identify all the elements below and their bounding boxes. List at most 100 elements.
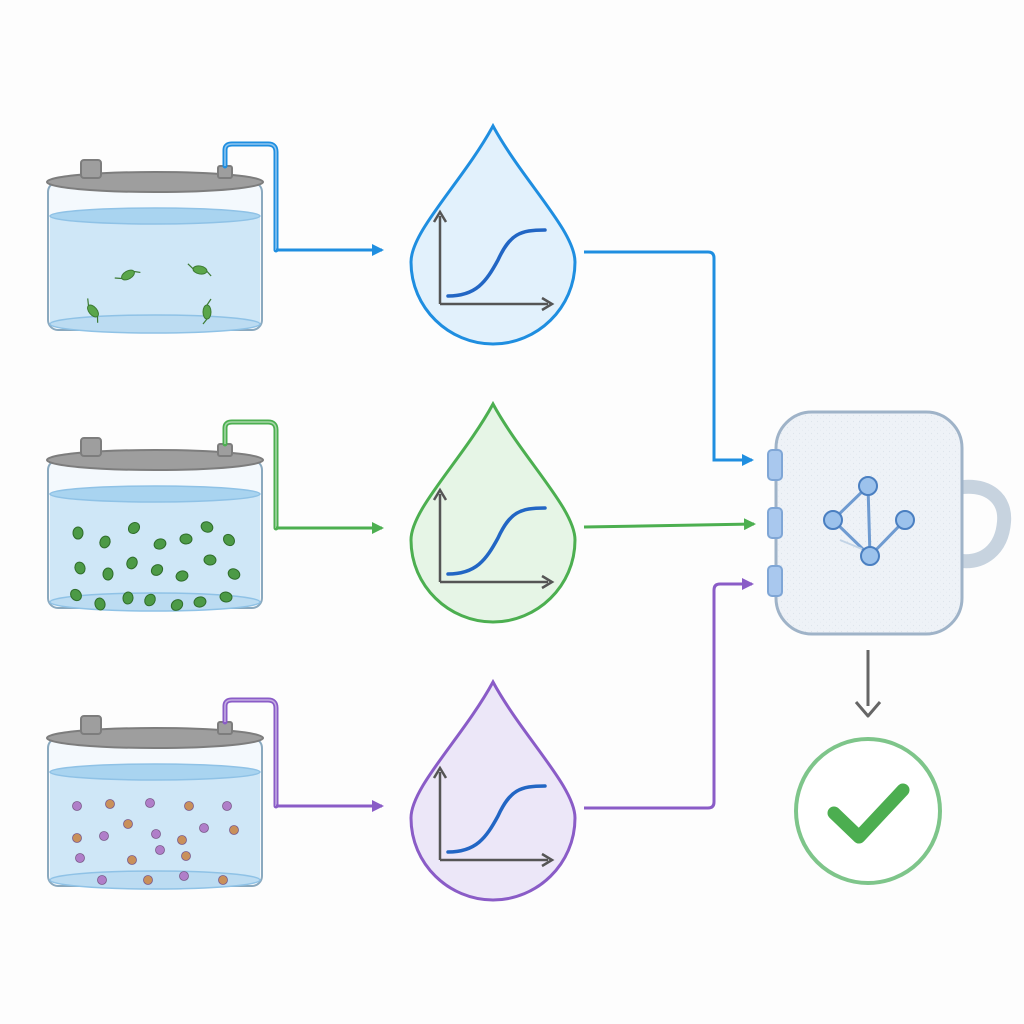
lid-cap	[80, 159, 102, 179]
algae-cell-icon	[200, 521, 214, 533]
algae-cell-icon	[150, 564, 164, 576]
tank-bottom	[49, 870, 261, 890]
water-surface	[49, 763, 261, 781]
algae-cell-icon	[203, 554, 217, 566]
algae-cell-icon	[227, 568, 241, 580]
organism-flagellum	[114, 277, 122, 280]
algae-cell-icon	[223, 533, 235, 547]
lid-cap	[80, 437, 102, 457]
algae-cell-icon	[74, 561, 86, 575]
particle-icon	[181, 851, 191, 861]
device-port-bottom	[767, 565, 783, 597]
particle-icon	[145, 798, 155, 808]
check-mark	[827, 783, 910, 844]
tank-water	[50, 212, 260, 328]
network-node	[895, 510, 915, 530]
drop-outline	[409, 122, 577, 346]
network-node	[823, 510, 843, 530]
particle-icon	[155, 845, 165, 855]
organism-flagellum	[187, 263, 194, 270]
arrow-drop-to-device-blue	[584, 250, 754, 466]
drop-outline	[409, 678, 577, 902]
organism-flagellum	[87, 298, 90, 306]
particle-icon	[143, 875, 153, 885]
growth-curve-icon	[432, 209, 555, 312]
microorganism-icon	[114, 269, 141, 281]
tank-bottom	[49, 314, 261, 334]
organism-flagellum	[206, 270, 212, 277]
growth-curve	[446, 784, 547, 854]
pipe-highlight	[224, 421, 277, 528]
checkmark-icon	[794, 737, 942, 885]
particle-icon	[127, 855, 137, 865]
y-axis-arrow	[432, 765, 448, 779]
particle-icon	[123, 819, 133, 829]
particle-icon	[99, 831, 109, 841]
network-node	[858, 476, 878, 496]
particle-icon	[72, 801, 82, 811]
water-tank-icon	[46, 697, 279, 890]
growth-curve	[446, 228, 547, 298]
algae-cell-icon	[99, 535, 111, 549]
microorganism-icon	[187, 263, 212, 277]
drops-layer	[409, 122, 577, 902]
organism-flagellum	[206, 298, 212, 306]
algae-cell-icon	[126, 556, 138, 570]
particle-icon	[199, 823, 209, 833]
check-circle	[794, 737, 942, 885]
microorganism-icon	[87, 298, 99, 323]
particle-icon	[177, 835, 187, 845]
algae-cell-icon	[127, 521, 141, 535]
particle-icon	[184, 801, 194, 811]
y-axis-arrow	[432, 487, 448, 501]
tanks-layer	[46, 141, 279, 890]
algae-cell-icon	[219, 591, 233, 603]
particle-icon	[229, 825, 239, 835]
organism-body	[87, 304, 99, 318]
algae-cell-icon	[170, 599, 184, 611]
water-drop-icon	[409, 678, 577, 902]
water-surface	[49, 207, 261, 225]
pipe-highlight	[224, 143, 277, 250]
organism-flagellum	[202, 318, 208, 325]
algae-cell-icon	[72, 526, 84, 540]
particle-icon	[97, 875, 107, 885]
organism-body	[202, 304, 212, 320]
algae-cell-icon	[144, 593, 156, 607]
algae-cell-icon	[179, 533, 193, 545]
arrows-layer	[276, 244, 756, 812]
device-port-middle	[767, 507, 783, 539]
particle-icon	[179, 871, 189, 881]
x-axis-arrow	[541, 852, 555, 868]
down-arrow	[854, 650, 882, 718]
algae-cell-icon	[153, 538, 167, 550]
growth-curve-icon	[432, 487, 555, 590]
particle-icon	[105, 799, 115, 809]
algae-cell-icon	[102, 567, 114, 581]
pipe-highlight	[224, 699, 277, 806]
arrow-drop-to-device-purple	[584, 578, 754, 810]
network-graph-icon	[823, 476, 915, 566]
y-axis-arrow	[432, 209, 448, 223]
water-drop-icon	[409, 400, 577, 624]
device-handle	[948, 479, 1012, 569]
particle-icon	[218, 875, 228, 885]
particle-icon	[72, 833, 82, 843]
algae-cell-icon	[193, 596, 207, 608]
device-port-top	[767, 449, 783, 481]
x-axis-arrow	[541, 574, 555, 590]
particle-icon	[222, 801, 232, 811]
tank-water	[50, 768, 260, 884]
algae-cell-icon	[94, 597, 106, 611]
water-drop-icon	[409, 122, 577, 346]
particle-icon	[151, 829, 161, 839]
lid-cap	[80, 715, 102, 735]
network-sensor-device-icon	[767, 410, 1012, 636]
algae-cell-icon	[175, 570, 189, 582]
arrow-drop-to-device-green	[583, 518, 756, 531]
algae-cell-icon	[122, 591, 134, 605]
x-axis-arrow	[541, 296, 555, 312]
water-tank-icon	[46, 141, 279, 334]
